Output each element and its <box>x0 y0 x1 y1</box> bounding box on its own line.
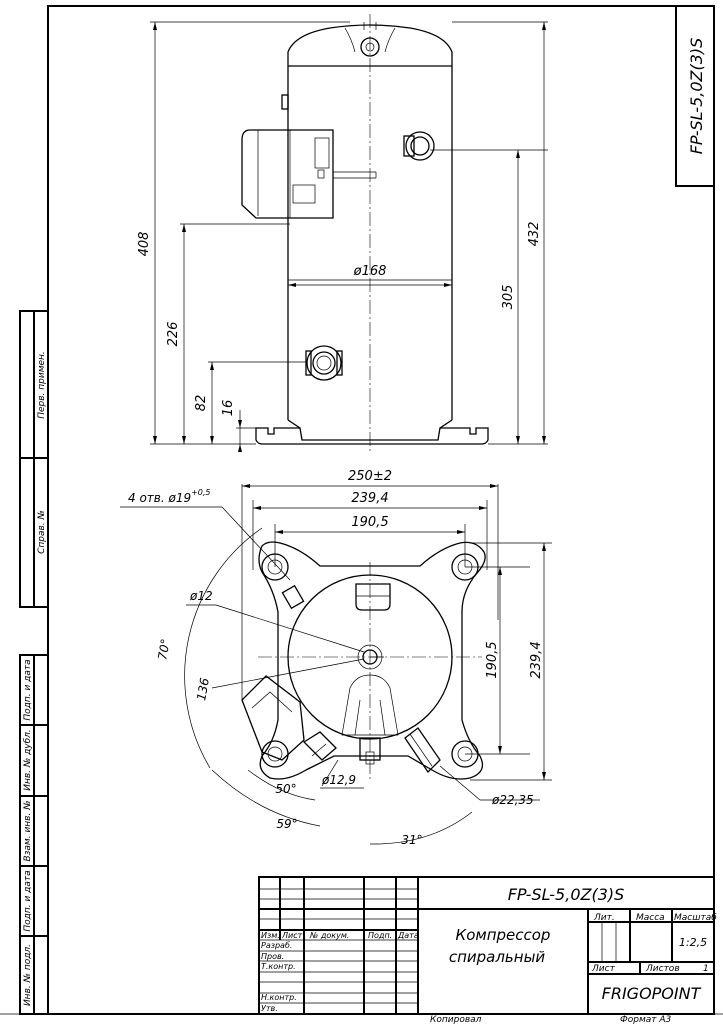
dim-vert-190: 190,5 <box>485 641 500 678</box>
svg-text:Лист: Лист <box>281 931 303 940</box>
arc-59 <box>211 769 321 827</box>
dim-height-16: 16 <box>221 400 236 417</box>
drawing-frame <box>47 5 715 1015</box>
dim-vert-239: 239,4 <box>529 641 544 678</box>
discharge-fitting-icon <box>403 131 435 161</box>
dim-diameter-168: ø168 <box>353 264 387 279</box>
dim-height-305: 305 <box>501 285 516 310</box>
title-name-1: Компрессор <box>456 926 551 944</box>
top-view: 250±2 239,4 190,5 190,5 239,4 4 отв. ø19… <box>120 469 552 847</box>
side-stamp-lower: Подп. и дата Инв. № дубл. Взам. инв. № П… <box>19 654 49 1015</box>
label-holes: 4 отв. ø19+0,5 <box>128 488 211 505</box>
terminal-box-icon <box>241 129 377 219</box>
svg-text:Т.контр.: Т.контр. <box>261 962 296 971</box>
svg-text:Подп.: Подп. <box>368 931 392 940</box>
svg-text:Масштаб: Масштаб <box>674 913 717 923</box>
svg-text:Н.контр.: Н.контр. <box>261 993 297 1002</box>
arc-70 <box>184 527 263 769</box>
svg-text:Перв. примен.: Перв. примен. <box>37 351 47 419</box>
svg-text:Инв. № дубл.: Инв. № дубл. <box>23 729 33 791</box>
arc-31 <box>369 811 473 845</box>
svg-text:Лит.: Лит. <box>593 913 615 923</box>
model-stamp-top: FP-SL-5,0Z(3)S <box>675 5 715 187</box>
title-block: Изм. Лист № докум. Подп. Дата Разраб. Пр… <box>258 876 717 1024</box>
dim-height-226: 226 <box>166 322 181 347</box>
svg-text:Лист: Лист <box>591 964 616 974</box>
format-label: Формат А3 <box>620 1015 672 1024</box>
dim-width-190: 190,5 <box>351 515 388 530</box>
svg-text:Инв. № подл.: Инв. № подл. <box>23 944 33 1006</box>
label-angle31: 31° <box>401 833 422 847</box>
front-view: ø168 408 226 82 16 305 432 <box>137 14 548 452</box>
svg-text:№ докум.: № докум. <box>309 931 349 940</box>
label-d129: ø12,9 <box>321 773 356 787</box>
label-r136: 136 <box>194 676 212 701</box>
label-angle70: 70° <box>155 638 172 661</box>
label-angle50: 50° <box>275 782 296 796</box>
svg-text:Справ. №: Справ. № <box>37 510 47 554</box>
dim-height-408: 408 <box>137 232 152 257</box>
mounting-base <box>255 427 489 445</box>
label-angle59: 59° <box>276 817 297 831</box>
suction-fitting-icon <box>305 345 343 381</box>
svg-text:Изм.: Изм. <box>261 931 280 940</box>
side-stamp-upper: Перв. примен. Справ. № <box>19 310 49 608</box>
dim-base-width: 250±2 <box>348 469 392 484</box>
dim-height-82: 82 <box>194 395 209 412</box>
svg-text:Утв.: Утв. <box>261 1004 278 1013</box>
scale-value: 1:2,5 <box>679 936 707 949</box>
svg-text:Листов: Листов <box>645 964 680 974</box>
svg-text:Дата: Дата <box>397 931 419 940</box>
model-stamp-top-text: FP-SL-5,0Z(3)S <box>687 38 706 155</box>
svg-text:Масса: Масса <box>636 913 665 923</box>
svg-text:Пров.: Пров. <box>261 952 284 961</box>
copied-label: Копировал <box>430 1015 482 1024</box>
arc-50 <box>247 769 316 801</box>
title-model: FP-SL-5,0Z(3)S <box>508 885 625 904</box>
svg-text:Подп. и дата: Подп. и дата <box>23 870 33 931</box>
dim-height-432: 432 <box>527 222 542 247</box>
svg-text:Подп. и дата: Подп. и дата <box>23 659 33 720</box>
company-name: FRIGOPOINT <box>602 984 702 1003</box>
title-name-2: спиральный <box>449 948 546 966</box>
dim-width-239: 239,4 <box>351 491 388 506</box>
svg-text:Разраб.: Разраб. <box>261 941 292 950</box>
base-plate <box>258 541 486 780</box>
svg-text:1: 1 <box>703 964 709 974</box>
svg-text:Взам. инв. №: Взам. инв. № <box>23 800 33 861</box>
label-d2235: ø22,35 <box>491 793 534 807</box>
label-d12: ø12 <box>189 589 213 603</box>
